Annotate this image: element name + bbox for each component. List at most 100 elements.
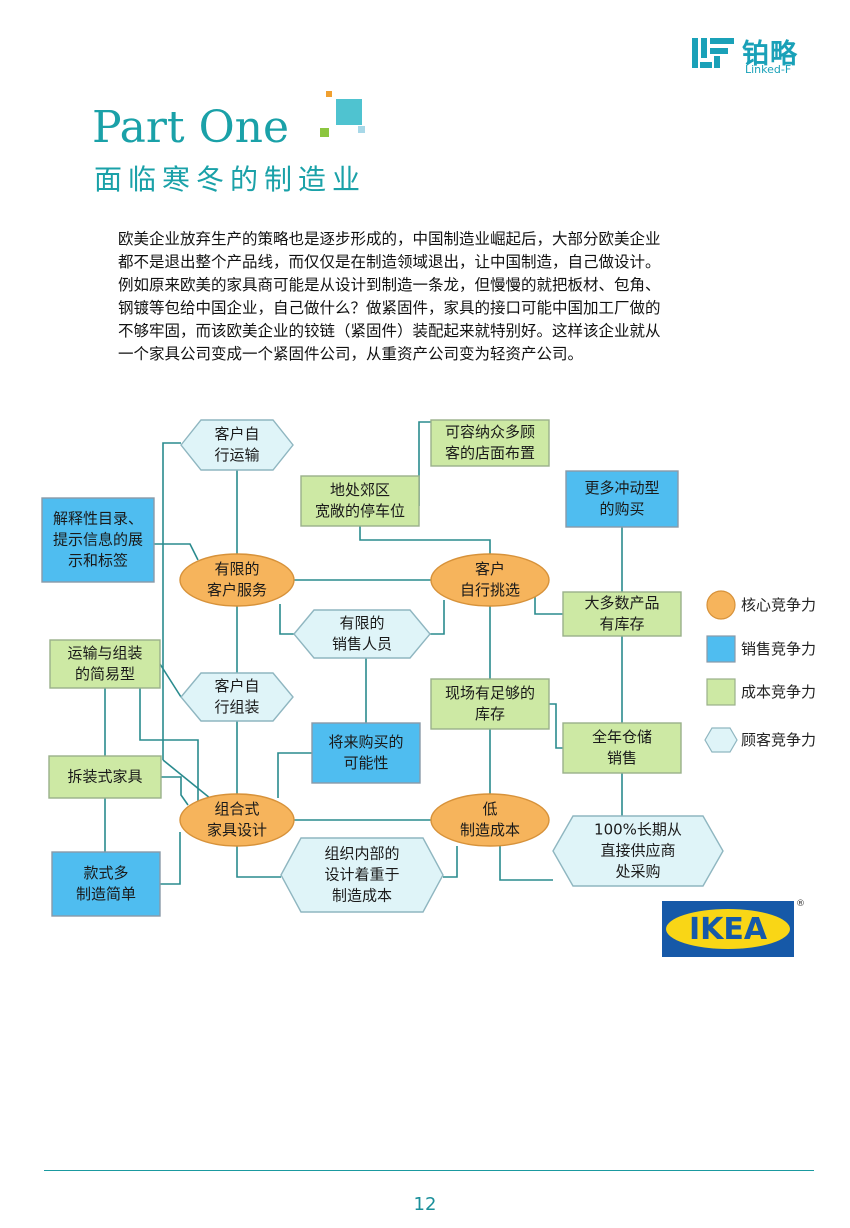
brand-name-en: Linked-F <box>745 63 792 76</box>
connector-line <box>236 846 281 878</box>
node-shape-core <box>430 793 550 847</box>
node-label: 组织内部的 <box>324 845 399 863</box>
node-label: 解释性目录、 <box>53 510 143 528</box>
node-shape-cost <box>300 475 420 527</box>
node-label: 销售人员 <box>332 635 392 653</box>
node-shape-cost <box>48 755 162 799</box>
connector-line <box>160 832 181 885</box>
legend-swatch <box>706 678 736 706</box>
ikea-wordmark: IKEA <box>689 912 768 947</box>
decorative-squares-icon <box>320 91 365 137</box>
node-shape-sales <box>311 722 421 784</box>
node-shape-customer <box>552 815 724 887</box>
node-label: 处采购 <box>615 863 660 881</box>
node-label: 客户自 <box>214 677 259 695</box>
node-label: 的简易型 <box>75 665 135 683</box>
node-label: 有限的 <box>339 614 384 632</box>
connector-line <box>279 604 294 635</box>
node-shape-cost <box>430 678 550 730</box>
node-label: 有限的 <box>214 560 259 578</box>
ikea-logo: IKEA ® <box>662 899 804 957</box>
node-label: 的购买 <box>599 500 644 518</box>
node-label: 行组装 <box>214 698 259 716</box>
node-shape-cost <box>562 722 682 774</box>
section-title: Part One <box>92 102 290 153</box>
node-shape-core <box>430 553 550 607</box>
connector-line <box>430 600 445 635</box>
node-label: 提示信息的展 <box>53 531 143 549</box>
node-label: 制造成本 <box>332 887 392 905</box>
connector-line <box>443 846 458 878</box>
connector-line <box>418 421 431 506</box>
legend-label: 成本竞争力 <box>741 683 816 701</box>
legend-label: 核心竞争力 <box>741 596 816 614</box>
node-label: 现场有足够的 <box>445 684 535 702</box>
legend-label: 顾客竞争力 <box>741 731 816 749</box>
node-shape-customer <box>280 837 444 913</box>
node-label: 运输与组装 <box>67 644 142 662</box>
node-shape-sales <box>41 497 155 583</box>
connector-line <box>549 703 563 749</box>
node-label: 组合式 <box>214 800 259 818</box>
node-shape-cost <box>562 591 682 637</box>
legend-item-customer: 顾客竞争力 <box>704 727 816 753</box>
node-label: 拆装式家具 <box>67 768 142 786</box>
node-label: 可容纳众多顾 <box>445 423 535 441</box>
legend-swatch <box>706 635 736 663</box>
brand-name-cn: 铂略 <box>742 39 798 70</box>
intro-line: 一个家具公司变成一个紧固件公司，从重资产公司变为轻资产公司。 <box>118 345 584 363</box>
node-shape-core <box>179 553 295 607</box>
connector-line <box>139 688 199 802</box>
intro-line: 都不是退出整个产品线，而仅仅是在制造领域退出，让中国制造，自己做设计。 <box>118 253 661 271</box>
node-label: 制造简单 <box>76 885 136 903</box>
node-label: 家具设计 <box>207 821 267 839</box>
legend-item-core: 核心竞争力 <box>706 590 816 620</box>
node-shape-customer <box>293 609 431 659</box>
node-label: 款式多 <box>83 864 128 882</box>
diagram-node-n15: 拆装式家具 <box>48 755 162 799</box>
footer-divider <box>44 1170 814 1171</box>
node-shape-sales <box>565 470 679 528</box>
node-label: 地处郊区 <box>330 481 390 499</box>
node-shape-cost <box>49 639 161 689</box>
node-shape-cost <box>430 419 550 467</box>
node-label: 大多数产品 <box>584 594 659 612</box>
node-label: 客户服务 <box>207 581 267 599</box>
legend-swatch <box>706 590 736 620</box>
connector-line <box>499 846 553 881</box>
node-label: 库存 <box>475 705 505 723</box>
node-label: 客的店面布置 <box>445 444 535 462</box>
intro-line: 不够牢固，而该欧美企业的铰链（紧固件）装配起来就特别好。这样该企业就从 <box>118 322 661 340</box>
node-label: 直接供应商 <box>600 842 675 860</box>
node-label: 客户 <box>475 560 505 578</box>
section-subtitle: 面临寒冬的制造业 <box>94 163 367 196</box>
page-number: 12 <box>413 1194 437 1215</box>
node-label: 可能性 <box>343 754 388 772</box>
intro-paragraph: 欧美企业放弃生产的策略也是逐步形成的，中国制造业崛起后，大部分欧美企业 都不是退… <box>118 228 738 366</box>
node-shape-customer <box>180 672 294 722</box>
legend-item-cost: 成本竞争力 <box>706 678 816 706</box>
node-label: 全年仓储 <box>592 728 652 746</box>
node-label: 行运输 <box>214 446 259 464</box>
legend-label: 销售竞争力 <box>741 640 816 658</box>
node-label: 有库存 <box>599 615 644 633</box>
node-label: 示和标签 <box>68 552 128 570</box>
connector-line <box>159 663 182 698</box>
node-shape-customer <box>180 419 294 471</box>
node-label: 制造成本 <box>460 821 520 839</box>
